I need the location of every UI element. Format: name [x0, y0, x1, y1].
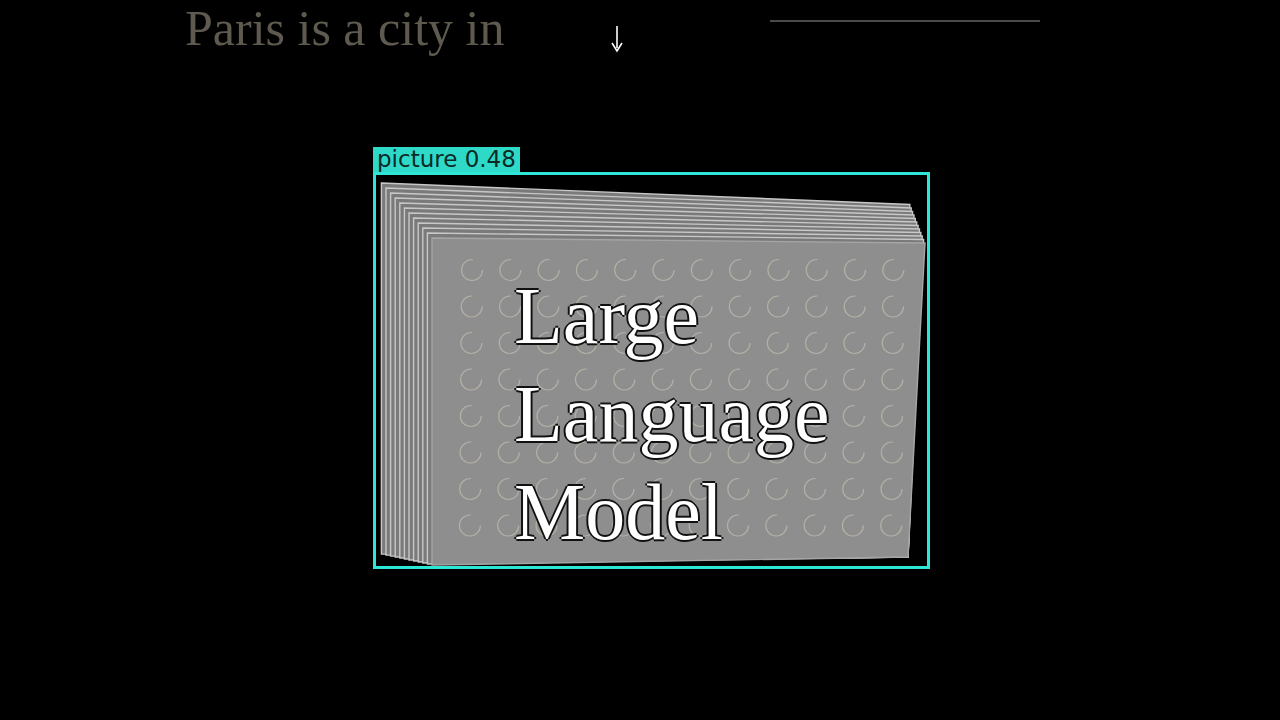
dial [461, 333, 482, 354]
dial [842, 515, 863, 536]
dial [806, 296, 827, 317]
dial [729, 333, 750, 354]
dial [882, 369, 903, 390]
model-title: Large Language Model [508, 263, 868, 565]
dial [881, 515, 902, 536]
model-layer [432, 238, 925, 565]
blank-underline [770, 20, 1040, 22]
dial [881, 442, 902, 463]
dial [883, 260, 904, 281]
dial [728, 479, 749, 500]
prompt-sentence: Paris is a city in [185, 2, 504, 54]
dial [768, 296, 789, 317]
dial [804, 479, 825, 500]
dial [730, 260, 751, 281]
dial [843, 479, 864, 500]
dial [728, 515, 749, 536]
dial [460, 479, 481, 500]
dial [804, 515, 825, 536]
dial [460, 406, 481, 427]
dial [845, 260, 866, 281]
dial [806, 333, 827, 354]
dial [459, 515, 480, 536]
dial [881, 479, 902, 500]
dial [766, 479, 787, 500]
detection-tag: picture 0.48 [373, 147, 520, 172]
dial [766, 515, 787, 536]
dial [883, 296, 904, 317]
down-arrow [612, 26, 622, 51]
dial [882, 333, 903, 354]
dial [806, 260, 827, 281]
dial [844, 333, 865, 354]
dial [882, 406, 903, 427]
dial [461, 369, 482, 390]
dial [462, 260, 483, 281]
dial [843, 406, 864, 427]
dial [768, 260, 789, 281]
layer-stack [381, 183, 925, 565]
dial [461, 296, 482, 317]
dial [767, 333, 788, 354]
detection-box: Large Language Modelpicture 0.48 [373, 172, 930, 569]
dial [844, 296, 865, 317]
dial [729, 296, 750, 317]
dial [844, 369, 865, 390]
model-panel: Large Language Model [508, 263, 868, 565]
dial [460, 442, 481, 463]
dial [843, 442, 864, 463]
